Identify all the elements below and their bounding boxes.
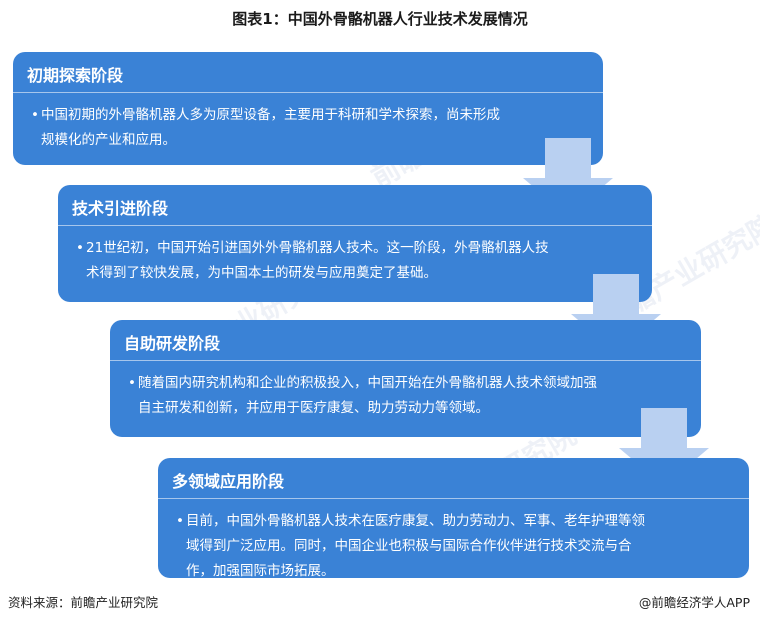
stage-box-2: 技术引进阶段 21世纪初，中国开始引进国外外骨骼机器人技术。这一阶段，外骨骼机器… [58,185,652,302]
stage-box-1: 初期探索阶段 中国初期的外骨骼机器人多为原型设备，主要用于科研和学术探索，尚未形… [13,52,603,165]
stage-title: 多领域应用阶段 [172,472,285,491]
chart-title: 图表1：中国外骨骼机器人行业技术发展情况 [232,10,528,28]
stage-description: 21世纪初，中国开始引进国外外骨骼机器人技术。这一阶段，外骨骼机器人技术得到了较… [72,236,556,286]
stage-description: 中国初期的外骨骼机器人多为原型设备，主要用于科研和学术探索，尚未形成规模化的产业… [27,103,511,153]
stage-box-3: 自助研发阶段 随着国内研究机构和企业的积极投入，中国开始在外骨骼机器人技术领域加… [110,320,701,437]
stage-divider [58,225,652,226]
stage-divider [158,498,749,499]
credit-note: @前瞻经济学人APP [638,595,750,610]
stage-divider [13,92,603,93]
stage-description: 随着国内研究机构和企业的积极投入，中国开始在外骨骼机器人技术领域加强自主研发和创… [124,371,608,421]
stage-title: 技术引进阶段 [72,199,169,218]
stage-box-4: 多领域应用阶段 目前，中国外骨骼机器人技术在医疗康复、助力劳动力、军事、老年护理… [158,458,749,579]
stage-title: 初期探索阶段 [27,66,124,85]
stage-title: 自助研发阶段 [124,334,221,353]
stage-description: 目前，中国外骨骼机器人技术在医疗康复、助力劳动力、军事、老年护理等领域得到广泛应… [172,509,656,584]
stage-divider [110,360,701,361]
source-note: 资料来源：前瞻产业研究院 [8,595,159,610]
